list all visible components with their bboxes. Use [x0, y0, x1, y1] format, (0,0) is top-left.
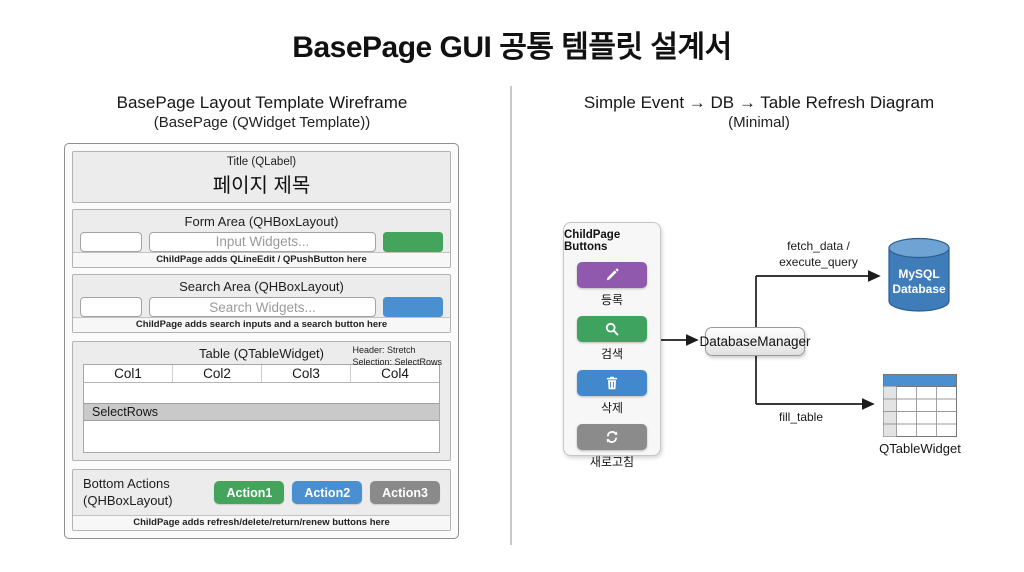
- fetch-edge-label-line2: execute_query: [779, 254, 858, 269]
- form-small-input[interactable]: [80, 231, 142, 252]
- childpage-buttons-label: ChildPage Buttons: [564, 229, 621, 253]
- delete-button-caption: 삭제: [600, 401, 624, 415]
- table-annotation-header: Header: Stretch: [352, 345, 416, 356]
- table-col-header[interactable]: Col2: [172, 365, 261, 383]
- table-row[interactable]: [84, 383, 439, 404]
- action-button-group: Action1 Action2 Action3: [214, 481, 440, 505]
- page-title-placeholder: 페이지 제목: [212, 174, 311, 197]
- table-section-label: Table (QTableWidget): [199, 346, 324, 362]
- right-panel-heading: Simple Event → DB → Table Refresh Diagra…: [528, 93, 990, 131]
- search-action-caption: 검색: [600, 347, 624, 361]
- table-selected-row[interactable]: SelectRows: [84, 403, 439, 422]
- mysql-database-icon: MySQL Database: [888, 237, 950, 312]
- right-panel-title: Simple Event → DB → Table Refresh Diagra…: [583, 93, 935, 112]
- bottom-actions-section: Bottom Actions (QHBoxLayout) Action1 Act…: [72, 469, 451, 531]
- form-area-section: Form Area (QHBoxLayout) ChildPage adds Q…: [72, 208, 451, 269]
- form-widget-row: [73, 229, 450, 252]
- table-widget: Col1 Col2 Col3 Col4 SelectRows: [83, 364, 440, 454]
- form-input[interactable]: [149, 231, 376, 252]
- delete-button[interactable]: [577, 370, 647, 396]
- table-header-row: Col1 Col2 Col3 Col4: [84, 365, 439, 384]
- qtablewidget-icon: [883, 374, 957, 437]
- panel-divider: [510, 86, 512, 545]
- bottom-actions-label: Bottom Actions (QHBoxLayout): [83, 476, 173, 510]
- bottom-actions-note: ChildPage adds refresh/delete/return/ren…: [73, 514, 450, 530]
- form-submit-button[interactable]: [383, 231, 443, 252]
- search-button[interactable]: [383, 297, 443, 318]
- search-area-section: Search Area (QHBoxLayout) ChildPage adds…: [72, 274, 451, 334]
- action3-button[interactable]: Action3: [370, 481, 440, 505]
- mysql-label-line2: Database: [892, 282, 946, 296]
- search-widget-row: [73, 294, 450, 318]
- title-section: Title (QLabel) 페이지 제목: [72, 151, 451, 203]
- qtablewidget-label: QTableWidget: [879, 441, 961, 456]
- bottom-actions-label-line1: Bottom Actions: [83, 475, 170, 491]
- trash-icon: [607, 376, 617, 390]
- register-button-caption: 등록: [600, 293, 624, 307]
- search-input[interactable]: [149, 297, 376, 318]
- table-empty-area: [84, 421, 439, 453]
- fetch-edge-label-line1: fetch_data /: [787, 239, 850, 253]
- title-section-label: Title (QLabel): [226, 155, 297, 168]
- refresh-button[interactable]: [577, 424, 647, 450]
- table-section: Table (QTableWidget) Header: Stretch Sel…: [72, 341, 451, 462]
- table-col-header[interactable]: Col1: [114, 366, 142, 382]
- left-panel-subtitle: (BasePage (QWidget Template)): [153, 114, 371, 131]
- bottom-actions-row: Bottom Actions (QHBoxLayout) Action1 Act…: [73, 470, 450, 515]
- left-panel-title: BasePage Layout Template Wireframe: [116, 93, 408, 112]
- left-panel-heading: BasePage Layout Template Wireframe (Base…: [64, 93, 460, 131]
- action2-button[interactable]: Action2: [292, 481, 363, 505]
- bottom-actions-label-line2: (QHBoxLayout): [83, 492, 173, 508]
- database-manager-node: DatabaseManager: [699, 327, 811, 356]
- mysql-label-line1: MySQL: [898, 267, 939, 281]
- table-annotation-selection: Selection: SelectRows: [352, 356, 442, 367]
- search-action-button[interactable]: [577, 316, 647, 342]
- register-button[interactable]: [577, 262, 647, 288]
- refresh-button-caption: 새로고침: [589, 455, 635, 469]
- form-area-label: Form Area (QHBoxLayout): [184, 213, 339, 229]
- refresh-icon: [606, 431, 618, 443]
- childpage-buttons-box: ChildPage Buttons 등록 검색 삭제: [563, 222, 661, 469]
- table-annotation: Header: Stretch Selection: SelectRows: [352, 345, 442, 368]
- right-panel-subtitle: (Minimal): [728, 114, 790, 131]
- pencil-icon: [606, 268, 619, 281]
- search-area-label: Search Area (QHBoxLayout): [179, 279, 344, 295]
- fetch-edge-label: fetch_data / execute_query: [756, 239, 881, 270]
- page-title: BasePage GUI 공통 템플릿 설계서: [292, 31, 732, 64]
- search-icon: [605, 322, 619, 336]
- form-area-note: ChildPage adds QLineEdit / QPushButton h…: [73, 252, 450, 268]
- search-small-input[interactable]: [80, 297, 142, 318]
- table-col-header[interactable]: Col3: [261, 365, 350, 383]
- search-area-note: ChildPage adds search inputs and a searc…: [73, 317, 450, 333]
- action1-button[interactable]: Action1: [214, 481, 285, 505]
- fill-edge-label: fill_table: [778, 410, 824, 424]
- table-col-header[interactable]: Col4: [350, 365, 439, 383]
- basepage-wireframe: Title (QLabel) 페이지 제목 Form Area (QHBoxLa…: [64, 143, 459, 539]
